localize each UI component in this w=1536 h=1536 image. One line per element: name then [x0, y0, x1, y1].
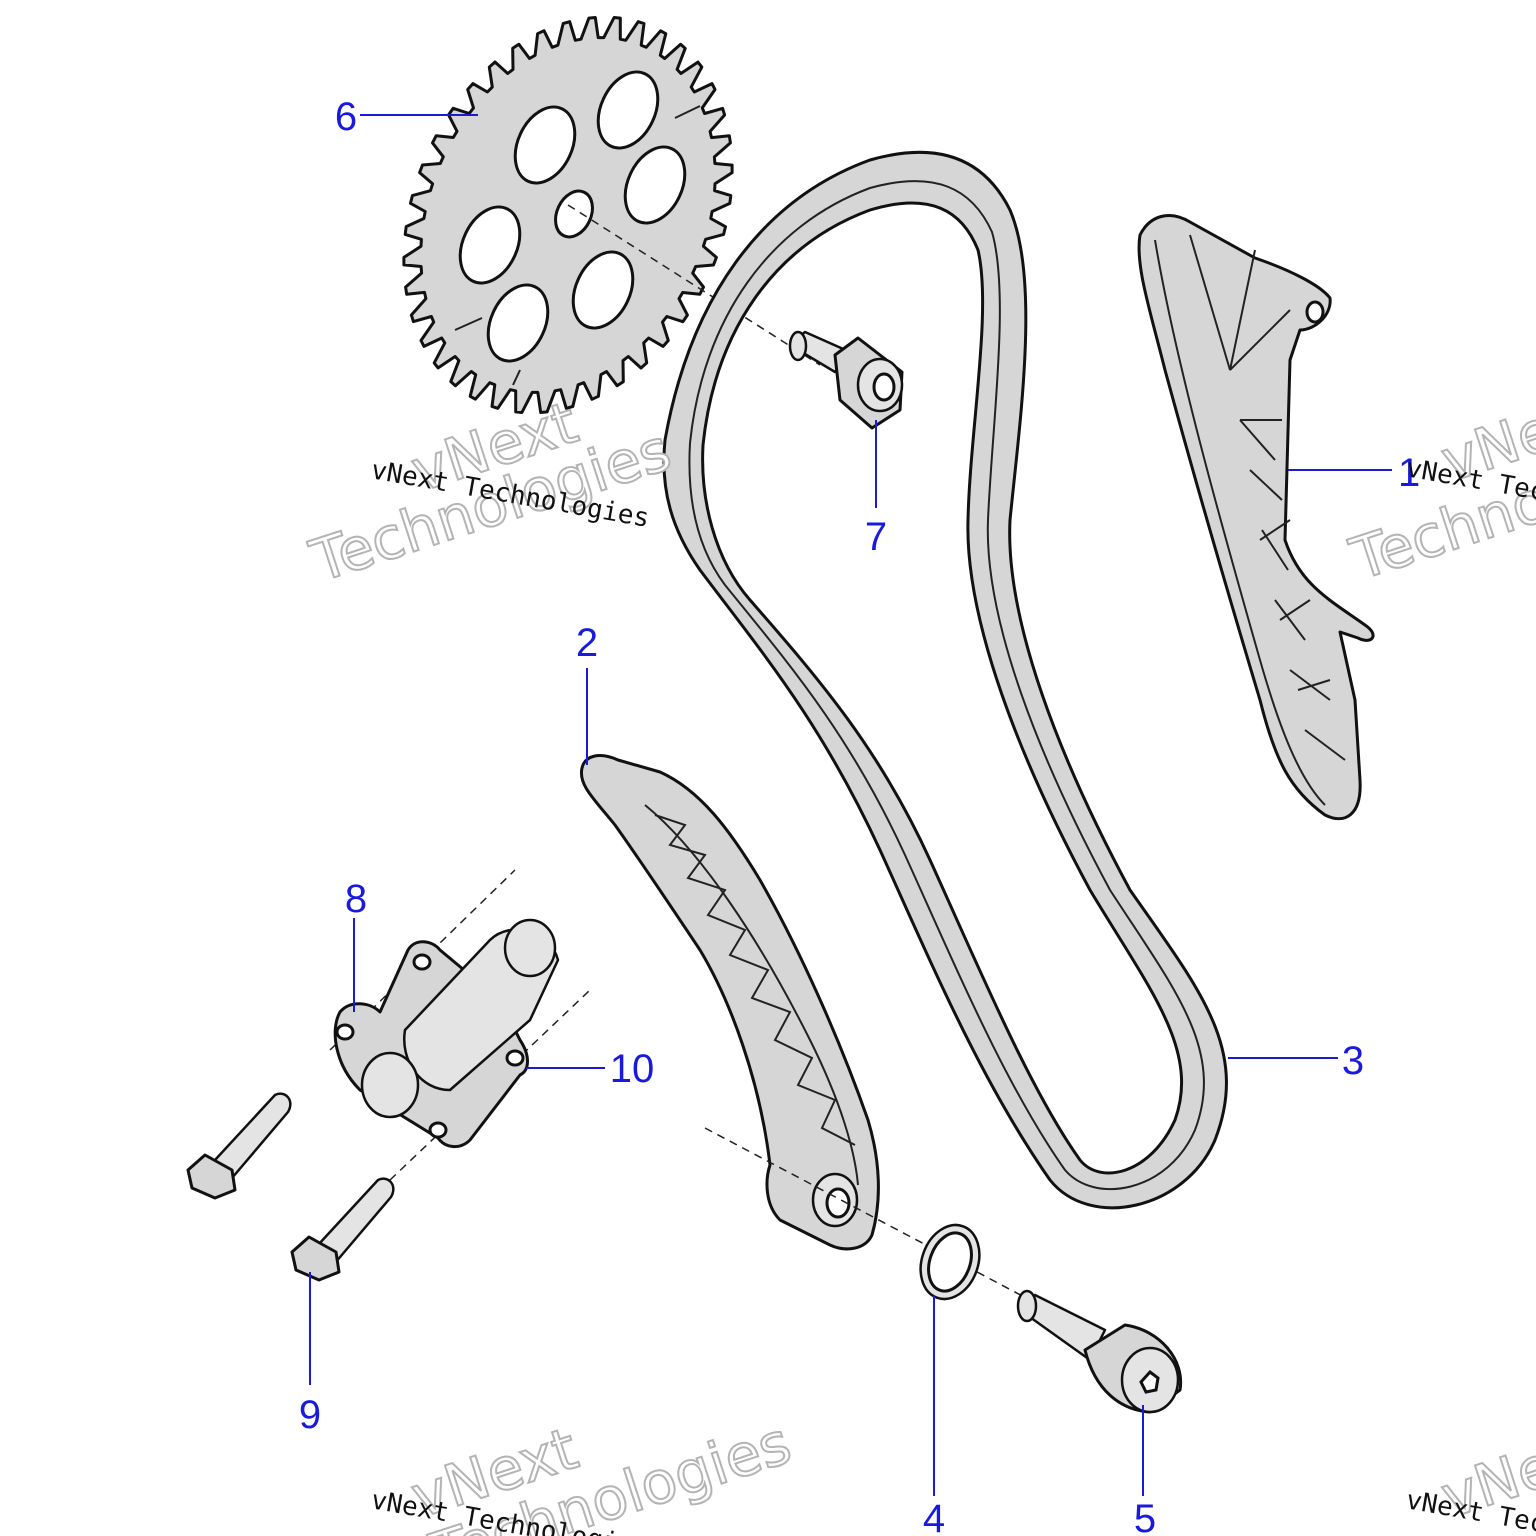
- pivot-bolt: [1016, 1289, 1183, 1414]
- callout-5: 5: [1134, 1497, 1156, 1536]
- callout-10: 10: [610, 1047, 655, 1091]
- callout-labels: 1 2 3 4 5 6 7 8 9 10: [299, 95, 1420, 1536]
- assembly-axis-line: [567, 204, 821, 366]
- sprocket-lightening-hole: [623, 145, 687, 225]
- tensioner-guide: [579, 754, 880, 1251]
- tensioner-bolt-lower: [290, 1177, 395, 1282]
- watermark-right: vNext Technologies vNext Technologies: [1341, 377, 1536, 594]
- upper-chain-guide: [1137, 214, 1375, 821]
- watermark-bottom-right: vNext vNext Technologies: [1404, 1413, 1536, 1536]
- camshaft-sprocket: [402, 16, 734, 414]
- sprocket-center-bore: [554, 189, 594, 239]
- callout-3: 3: [1342, 1039, 1364, 1083]
- sprocket-lightening-hole: [513, 105, 577, 185]
- callout-2: 2: [576, 621, 598, 665]
- sprocket-lightening-hole: [596, 70, 660, 150]
- callout-6: 6: [335, 95, 357, 139]
- callout-9: 9: [299, 1393, 321, 1437]
- sealing-washer: [919, 1223, 981, 1301]
- sprocket-lightening-hole: [458, 205, 522, 285]
- watermark-center: vNext Technologies vNext Technologies: [301, 387, 679, 596]
- tensioner-bolt-upper: [186, 1092, 292, 1200]
- callout-8: 8: [345, 877, 367, 921]
- callout-1: 1: [1398, 451, 1420, 495]
- leader-lines: [309, 114, 1392, 1496]
- sprocket-bolt: [788, 330, 904, 430]
- callout-7: 7: [865, 515, 887, 559]
- chain-tensioner: [333, 918, 560, 1148]
- assembly-axis-line: [389, 989, 591, 1181]
- timing-chain: [662, 150, 1228, 1210]
- assembly-axis-line: [704, 1127, 1031, 1301]
- sprocket-lightening-hole: [486, 283, 550, 363]
- callout-4: 4: [923, 1497, 945, 1536]
- watermark-bottom: vNext Technologies vNext Technologies: [369, 1408, 800, 1536]
- sprocket-lightening-hole: [571, 250, 635, 330]
